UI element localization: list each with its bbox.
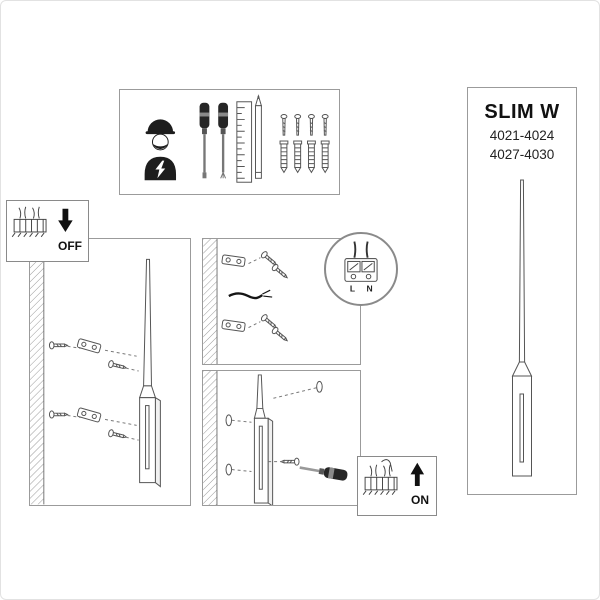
arrow-down-icon — [58, 208, 73, 232]
power-off-drawing — [11, 206, 73, 238]
electrician-icon — [144, 119, 177, 181]
bracket-fixing-drawing — [203, 239, 290, 364]
luminaire-front-drawing — [511, 179, 533, 477]
product-models-line2: 4027-4030 — [489, 147, 555, 162]
upper-fixing-hardware — [48, 337, 139, 372]
lower-fixing-hardware — [48, 407, 139, 442]
screwdriver-icon — [299, 466, 348, 481]
wire-ends-icon — [353, 241, 369, 258]
arrow-up-icon — [410, 462, 425, 486]
ruler-icon — [236, 101, 253, 183]
cover-cap-icon — [225, 414, 233, 427]
terminal-block-icon — [344, 258, 378, 282]
mounting-screw-icon — [48, 341, 69, 350]
pressing-finger-icon — [381, 459, 393, 472]
power-on-box: ON — [357, 456, 437, 516]
mounting-screw-icon — [107, 428, 128, 442]
wall-section-hatch — [203, 239, 218, 364]
wall-anchor-screw-icon — [279, 114, 330, 173]
power-on-label: ON — [411, 493, 429, 507]
neutral-terminal-label: N — [366, 284, 372, 294]
mounting-screw-icon — [107, 359, 128, 372]
cover-cap-icon — [225, 463, 233, 476]
product-panel: SLIM W 4021-4024 4027-4030 — [467, 87, 577, 495]
wall-section-hatch — [203, 371, 218, 505]
luminaire-fixing-step-panel — [202, 370, 361, 506]
bracket-screw-icon — [270, 325, 290, 344]
tools-required-box — [119, 89, 340, 195]
mounting-bracket-icon — [76, 337, 102, 354]
tools-illustration — [144, 94, 330, 183]
phillips-screwdriver-icon — [218, 102, 229, 179]
product-title: SLIM W — [484, 101, 560, 123]
live-terminal-label: L — [350, 284, 355, 294]
product-models-line1: 4021-4024 — [489, 128, 555, 143]
flat-screwdriver-icon — [199, 102, 210, 179]
pencil-icon — [254, 94, 263, 179]
terminal-detail-callout: L N — [324, 232, 398, 306]
mounting-bracket-icon — [76, 407, 102, 423]
power-on-drawing — [362, 459, 425, 496]
terminal-detail-drawing: L N — [344, 241, 378, 294]
bracket-screw-icon — [270, 262, 290, 281]
cover-cap-icon — [316, 380, 323, 393]
luminaire-fixing-drawing — [203, 371, 348, 505]
mounting-bracket-icon — [221, 254, 246, 268]
terminal-strip-sketch — [11, 206, 47, 238]
wall-mounting-drawing — [30, 239, 161, 505]
bracket-fixing-step-panel — [202, 238, 361, 365]
mounting-screw-icon — [48, 410, 69, 419]
fixing-screw-icon — [280, 457, 300, 466]
mains-cable-icon — [228, 289, 273, 300]
wall-mounting-step-panel — [29, 238, 191, 506]
luminaire-side-drawing — [253, 374, 274, 505]
power-off-box: OFF — [6, 200, 89, 262]
luminaire-side-drawing — [138, 258, 161, 488]
mounting-bracket-icon — [221, 319, 246, 333]
power-off-label: OFF — [58, 239, 82, 253]
wall-section-hatch — [30, 239, 45, 505]
